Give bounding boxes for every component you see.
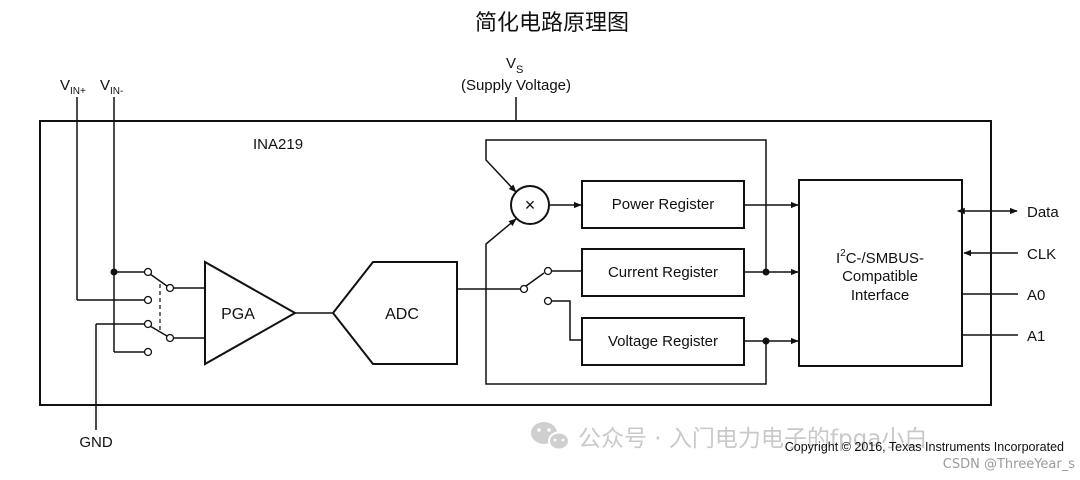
bus-wiring xyxy=(485,139,799,385)
wechat-icon xyxy=(531,422,570,451)
pin-a0-label: A0 xyxy=(1027,287,1045,304)
current-register xyxy=(581,248,745,297)
input-switch xyxy=(143,267,205,357)
copyright-text: Copyright © 2016, Texas Instruments Inco… xyxy=(785,440,1064,454)
csdn-credit: CSDN @ThreeYear_s xyxy=(943,457,1075,472)
supply-label: VS xyxy=(506,55,523,76)
pga-amplifier xyxy=(204,260,298,366)
voltage-register-label: Voltage Register xyxy=(608,333,718,350)
input-wiring xyxy=(76,97,148,430)
supply-caption: (Supply Voltage) xyxy=(461,77,571,94)
interface-label-line3: Interface xyxy=(851,287,909,304)
i2c-smbus-interface xyxy=(798,179,963,367)
pga-label: PGA xyxy=(221,306,255,323)
current-register-label: Current Register xyxy=(608,264,718,281)
gnd-label: GND xyxy=(79,434,113,451)
adc-block xyxy=(331,261,458,365)
vin-minus-label: VIN- xyxy=(100,77,123,97)
interface-label-line2: Compatible xyxy=(842,268,918,285)
external-pins xyxy=(956,207,1018,336)
power-register-label: Power Register xyxy=(612,196,715,213)
pin-data-label: Data xyxy=(1027,204,1059,221)
watermark-text: 公众号 · 入门电力电子的fpga小白 xyxy=(578,426,927,452)
diagram-title: 简化电路原理图 xyxy=(475,11,629,36)
pin-a1-label: A1 xyxy=(1027,328,1045,345)
vin-plus-label: VIN+ xyxy=(60,77,86,97)
interface-label-line1: I2C-/SMBUS- xyxy=(836,248,924,267)
pin-clk-label: CLK xyxy=(1027,246,1056,263)
adc-output-mux xyxy=(457,266,582,341)
multiplier-symbol: × xyxy=(525,195,536,215)
adc-label: ADC xyxy=(385,306,419,323)
voltage-register xyxy=(581,317,745,366)
chip-name: INA219 xyxy=(253,136,303,153)
